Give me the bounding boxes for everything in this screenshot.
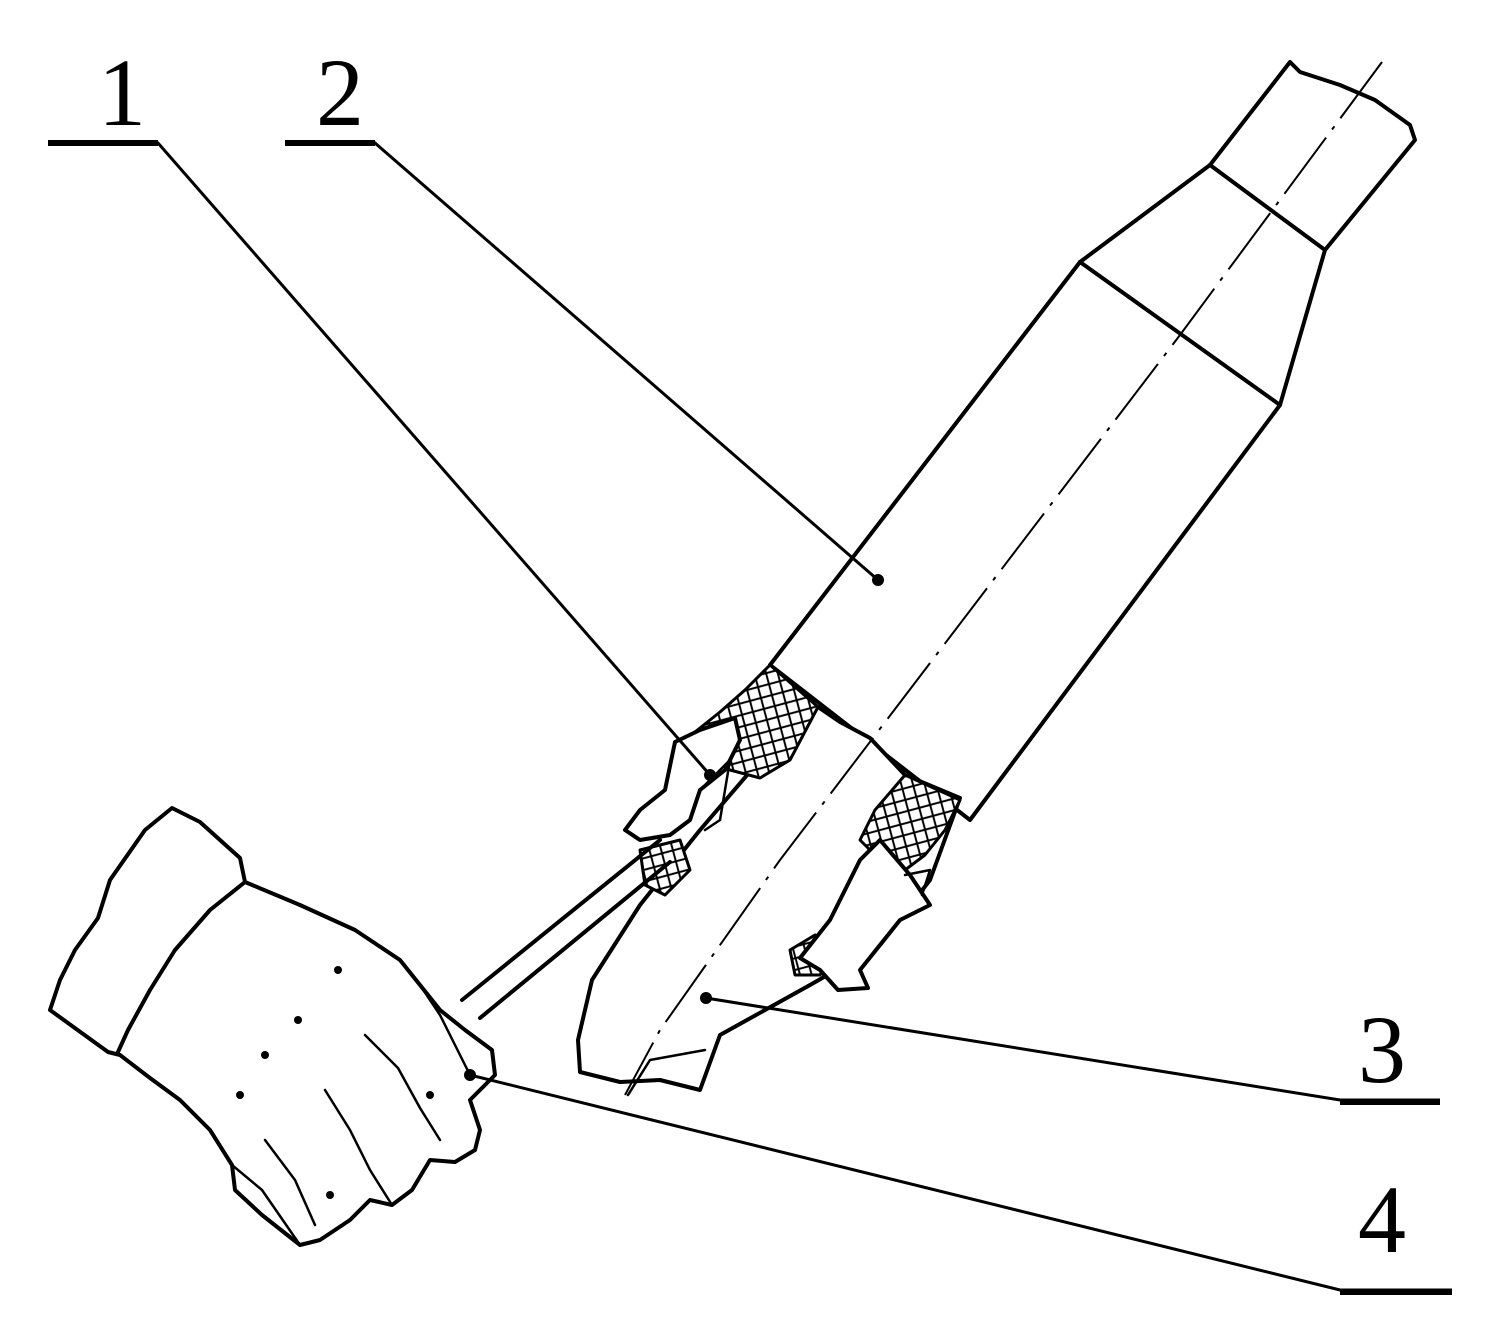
leader-line-4 <box>469 1073 1452 1292</box>
leader-line-1 <box>48 141 712 776</box>
leader-line-3 <box>705 996 1440 1102</box>
callout-label-1: 1 <box>98 39 146 146</box>
cable-center-line <box>624 61 1383 1096</box>
tool-shaft <box>460 838 672 1020</box>
leader-dot-4 <box>464 1069 476 1081</box>
label-underlines <box>48 140 1452 1295</box>
gloved-hand <box>48 806 497 1247</box>
leader-line-2 <box>285 141 879 582</box>
leader-dot-3 <box>700 992 712 1004</box>
folded-layers <box>623 716 932 992</box>
callout-label-2: 2 <box>316 39 364 146</box>
callout-label-3: 3 <box>1358 996 1406 1103</box>
leader-dot-2 <box>872 574 884 586</box>
leader-dot-1 <box>704 769 716 781</box>
callout-label-4: 4 <box>1358 1166 1406 1273</box>
cable-jacket <box>768 60 1417 822</box>
